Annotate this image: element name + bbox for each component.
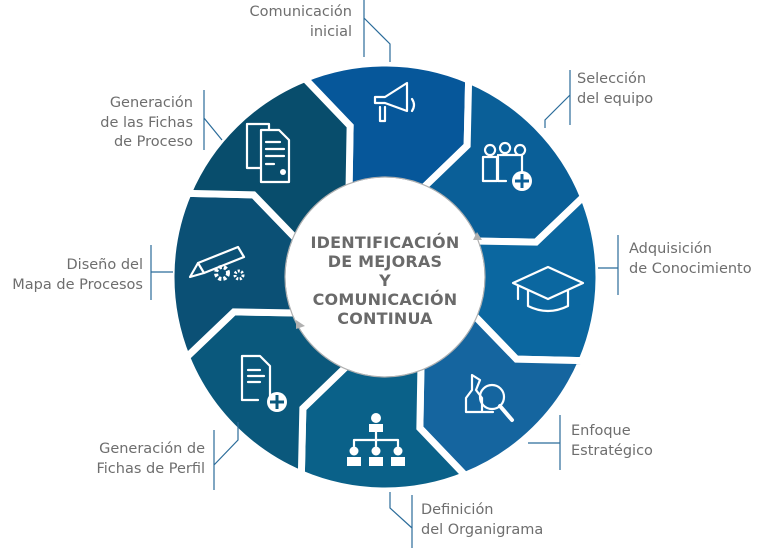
documents-icon — [245, 122, 291, 184]
pencil-gears-icon — [188, 245, 246, 281]
label-definicion-organigrama: Definición del Organigrama — [421, 501, 543, 540]
center-line: DE MEJORAS — [327, 252, 443, 271]
label-diseno-mapa: Diseño del Mapa de Procesos — [12, 256, 143, 295]
graduation-cap-icon — [511, 265, 585, 313]
label-line: de las Fichas — [100, 114, 193, 131]
team-add-icon — [481, 141, 532, 191]
megaphone-icon — [373, 81, 416, 123]
center-title: IDENTIFICACIÓN DE MEJORAS Y COMUNICACIÓN… — [285, 233, 485, 328]
label-line: del equipo — [577, 90, 654, 107]
center-line: CONTINUA — [337, 309, 433, 328]
center-line: IDENTIFICACIÓN — [310, 233, 460, 252]
chess-magnifier-icon — [464, 373, 514, 422]
label-line: Comunicación — [249, 4, 352, 20]
label-fichas-perfil: Generación de Fichas de Perfil — [96, 440, 205, 479]
connector-line — [598, 235, 619, 295]
label-line: Adquisición — [629, 241, 712, 257]
label-line: Mapa de Procesos — [12, 276, 143, 293]
label-line: del Organigrama — [421, 521, 544, 538]
label-line: inicial — [309, 23, 352, 40]
label-line: de Conocimiento — [629, 260, 752, 277]
label-line: Diseño del — [66, 257, 144, 273]
label-line: Fichas de Perfil — [96, 460, 205, 477]
label-seleccion-equipo: Selección del equipo — [577, 70, 653, 109]
org-chart-icon — [347, 413, 405, 466]
label-adquisicion-conocimiento: Adquisición de Conocimiento — [629, 240, 752, 279]
center-circle — [291, 183, 479, 371]
document-add-icon — [240, 354, 287, 412]
center-line: Y — [379, 271, 391, 290]
label-enfoque-estrategico: Enfoque Estratégico — [571, 422, 653, 461]
label-line: Estratégico — [571, 442, 653, 459]
connector-line — [203, 90, 223, 150]
arrow-head-icon — [473, 232, 482, 240]
label-line: Generación de — [99, 441, 205, 457]
connector-line — [528, 415, 561, 470]
label-comunicacion-inicial: Comunicación inicial — [250, 3, 352, 42]
label-line: de Proceso — [113, 134, 193, 150]
label-line: Enfoque — [571, 423, 631, 439]
connector-line — [150, 245, 173, 300]
label-line: Generación — [109, 95, 193, 111]
connector-line — [544, 70, 571, 128]
connector-line — [389, 492, 413, 548]
arrow-head-icon — [296, 320, 305, 329]
cycle-ring — [284, 176, 486, 378]
connector-line — [363, 0, 391, 62]
label-line: Definición — [421, 502, 494, 518]
label-line: Selección — [577, 71, 647, 87]
connector-line — [213, 422, 239, 490]
label-fichas-proceso: Generación de las Fichas de Proceso — [100, 94, 193, 153]
center-line: COMUNICACIÓN — [312, 290, 458, 309]
